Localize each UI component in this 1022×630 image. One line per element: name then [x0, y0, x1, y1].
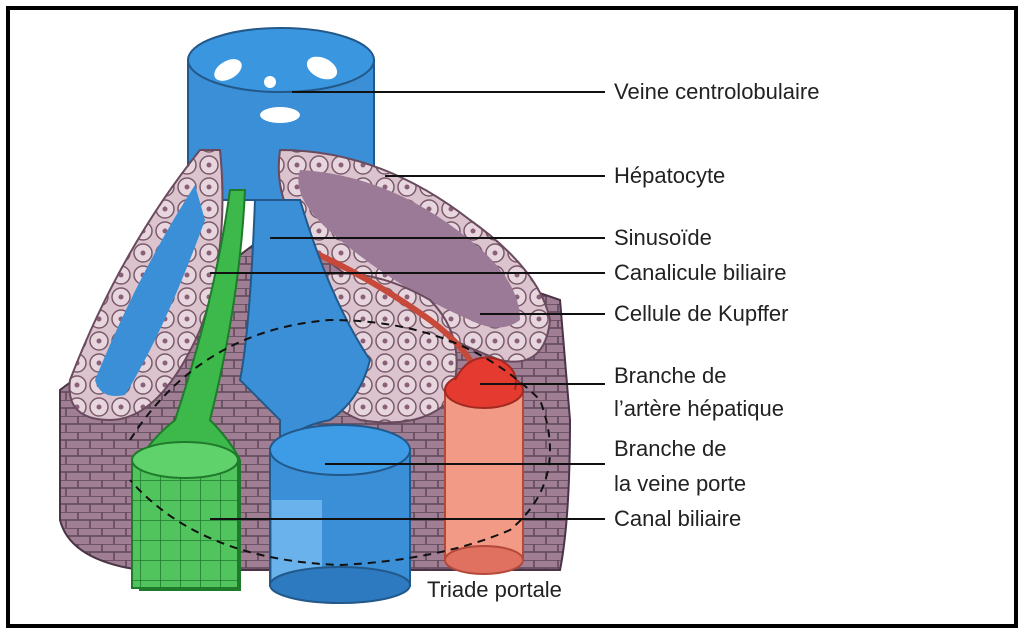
hepatic-artery	[445, 358, 523, 575]
label-canal-biliaire: Canal biliaire	[614, 502, 741, 536]
label-canalicule-biliaire: Canalicule biliaire	[614, 256, 786, 290]
label-branche-artere-line2: l’artère hépatique	[614, 392, 784, 426]
label-cellule-kupffer: Cellule de Kupffer	[614, 297, 789, 331]
label-branche-veine-line1: Branche de	[614, 432, 727, 466]
label-branche-artere-line1: Branche de	[614, 359, 727, 393]
label-triade-portale: Triade portale	[427, 573, 562, 607]
label-branche-veine-line2: la veine porte	[614, 467, 746, 501]
label-sinusoide: Sinusoïde	[614, 221, 712, 255]
label-hepatocyte: Hépatocyte	[614, 159, 725, 193]
label-veine-centrolobulaire: Veine centrolobulaire	[614, 75, 819, 109]
